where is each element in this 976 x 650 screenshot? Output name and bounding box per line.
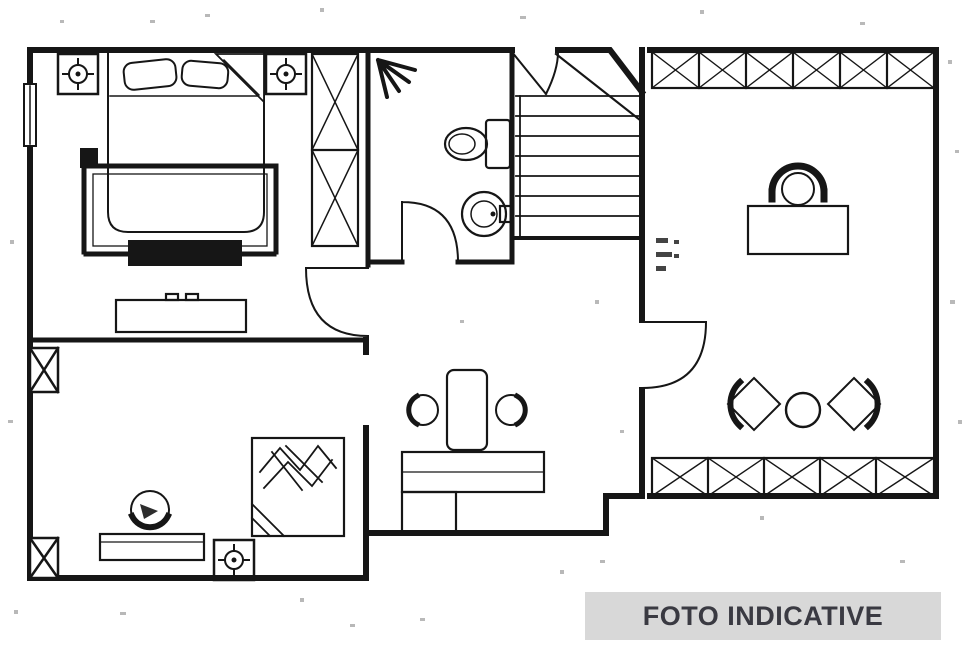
caption-text: FOTO INDICATIVE [642,600,884,631]
nightstand [80,148,98,168]
hall-table-set [406,368,528,452]
office-desk [746,204,850,256]
bathroom-door [400,200,460,264]
sink [460,190,514,238]
meeting-set [726,376,882,432]
wall-niche-boxes [28,346,60,580]
toilet [443,118,512,170]
closet-bottom [650,456,936,498]
counter [400,450,546,535]
doors [304,50,708,390]
wall-marks [656,238,679,271]
ceiling-light-icon [264,52,308,96]
study-chair [127,490,173,531]
photo-indicative-label: FOTO INDICATIVE [585,592,941,640]
bed [107,53,265,233]
closet-top [650,50,936,90]
ceiling-light-icon [56,52,100,96]
office-chair [768,162,828,206]
shower-head-icon [376,58,417,99]
living-room-door [640,320,708,390]
ceiling-light-icon [212,538,256,582]
bedroom-door [304,266,370,338]
window [23,83,37,147]
bed-bench [128,240,242,266]
dresser [114,292,248,334]
wardrobe [310,52,360,248]
entry-door [510,50,560,96]
daybed [250,436,346,538]
stairs [515,52,642,237]
study-desk [98,532,206,562]
